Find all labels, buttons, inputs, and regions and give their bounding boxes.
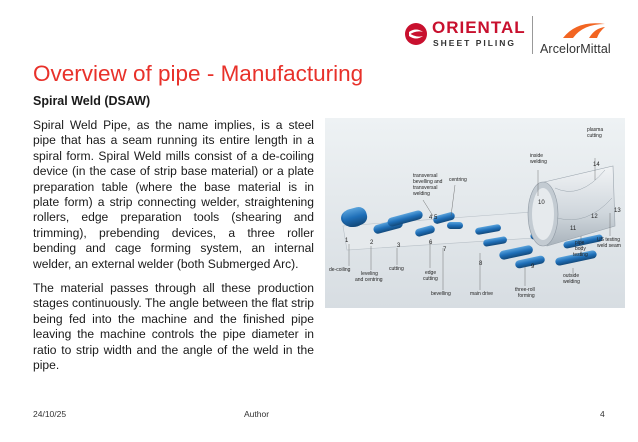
- label-three-roll-forming: three-roll: [515, 287, 535, 293]
- label-centring: centring: [449, 177, 467, 183]
- step-number-1: 1: [345, 238, 349, 244]
- paragraph-1: Spiral Weld Pipe, as the name implies, i…: [33, 118, 314, 271]
- label-outside-welding-2: welding: [563, 279, 580, 285]
- slide-title: Overview of pipe - Manufacturing: [33, 61, 364, 86]
- coil-rollers: [341, 206, 603, 269]
- label-bevelling: bevelling: [431, 291, 451, 297]
- label-outside-welding: outside: [563, 273, 579, 279]
- oriental-logo-subtext: SHEET PILING: [433, 38, 517, 48]
- header-logos: ORIENTAL SHEET PILING ArcelorMittal: [404, 16, 630, 56]
- step-number-12: 12: [591, 214, 598, 220]
- finished-pipe: [527, 165, 616, 247]
- footer-page-number: 4: [600, 409, 605, 419]
- label-transversal: transversal: [413, 173, 437, 179]
- logo-divider: [532, 16, 533, 54]
- label-edge-cutting: edge: [425, 270, 436, 276]
- step-number-6: 6: [429, 240, 433, 246]
- step-number-11: 11: [570, 226, 577, 232]
- step-number-3: 3: [397, 243, 401, 249]
- label-pipe-body-testing-3: testing: [573, 252, 588, 258]
- step-number-9: 9: [531, 264, 535, 270]
- label-edge-cutting-2: cutting: [423, 276, 438, 282]
- footer-date: 24/10/25: [33, 409, 67, 419]
- label-inside-welding-2: welding: [530, 159, 547, 165]
- step-number-7: 7: [443, 247, 447, 253]
- label-plasma-cutting-2: cutting: [587, 133, 602, 139]
- label-main-drive: main drive: [470, 291, 493, 297]
- label-leveling-2: and centring: [355, 277, 383, 283]
- arcelormittal-logo-text: ArcelorMittal: [540, 42, 611, 56]
- paragraph-2: The material passes through all these pr…: [33, 281, 314, 373]
- footer-author: Author: [244, 409, 270, 419]
- arcelormittal-swoosh-icon: [563, 23, 605, 38]
- slide-subtitle: Spiral Weld (DSAW): [33, 94, 151, 108]
- label-pipe-body-testing-2: body: [575, 246, 586, 252]
- step-number-2: 2: [370, 240, 374, 246]
- label-inside-welding: inside: [530, 153, 543, 159]
- label-transversal-4: welding: [413, 191, 430, 197]
- oriental-logo-text: ORIENTAL: [432, 18, 526, 37]
- label-three-roll-forming-2: forming: [518, 293, 535, 299]
- step-number-14: 14: [593, 162, 600, 168]
- label-leveling: leveling: [361, 271, 378, 277]
- label-cutting: cutting: [389, 266, 404, 272]
- step-number-8: 8: [479, 261, 483, 267]
- label-plasma-cutting: plasma: [587, 127, 603, 133]
- body-text: Spiral Weld Pipe, as the name implies, i…: [33, 118, 314, 383]
- label-us-testing-2: weld seam: [597, 243, 621, 249]
- label-transversal-3: transversal: [413, 185, 437, 191]
- step-number-13: 13: [614, 208, 621, 214]
- label-pipe-body-testing: pipe: [575, 240, 585, 246]
- spiral-weld-process-diagram: 1 2 3 4 5 6 7 8 9 10 11 12 13 14 plasma …: [325, 118, 625, 308]
- label-de-coiling: de-coiling: [329, 267, 351, 273]
- step-number-10: 10: [538, 200, 545, 206]
- oriental-logo-icon: [405, 23, 427, 45]
- step-number-4-5: 4 5: [429, 215, 438, 221]
- label-transversal-2: bevelling and: [413, 179, 443, 185]
- callout-lines: [348, 158, 611, 290]
- label-us-testing: US testing: [597, 237, 620, 243]
